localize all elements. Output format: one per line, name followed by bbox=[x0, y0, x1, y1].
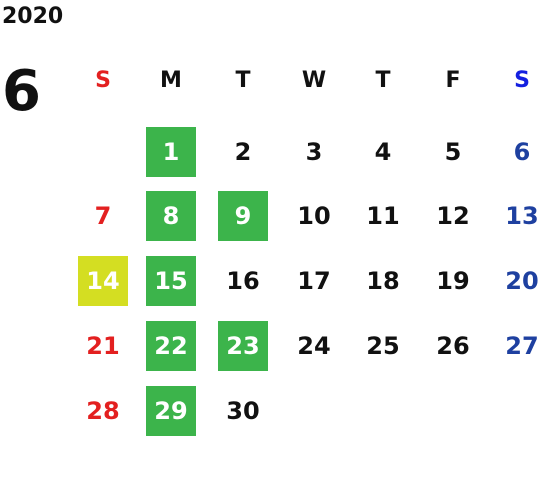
day-cell-18[interactable]: 18 bbox=[366, 267, 400, 295]
day-cell-25[interactable]: 25 bbox=[366, 332, 400, 360]
day-cell-11[interactable]: 11 bbox=[366, 202, 400, 230]
weekday-header-saturday: S bbox=[514, 68, 530, 93]
day-cell-15[interactable]: 15 bbox=[146, 256, 196, 306]
day-cell-12[interactable]: 12 bbox=[436, 202, 470, 230]
day-cell-16[interactable]: 16 bbox=[226, 267, 260, 295]
day-cell-29[interactable]: 29 bbox=[146, 386, 196, 436]
day-cell-26[interactable]: 26 bbox=[436, 332, 470, 360]
weekday-header-thursday: T bbox=[375, 68, 391, 93]
day-cell-14[interactable]: 14 bbox=[78, 256, 128, 306]
weekday-header-sunday: S bbox=[95, 68, 111, 93]
day-cell-23[interactable]: 23 bbox=[218, 321, 268, 371]
day-cell-10[interactable]: 10 bbox=[297, 202, 331, 230]
day-cell-17[interactable]: 17 bbox=[297, 267, 331, 295]
weekday-header-tuesday: T bbox=[235, 68, 251, 93]
weekday-header-friday: F bbox=[445, 68, 461, 93]
day-cell-6[interactable]: 6 bbox=[513, 138, 531, 166]
day-cell-7[interactable]: 7 bbox=[94, 202, 112, 230]
day-cell-2[interactable]: 2 bbox=[234, 138, 252, 166]
day-cell-4[interactable]: 4 bbox=[374, 138, 392, 166]
day-cell-8[interactable]: 8 bbox=[146, 191, 196, 241]
day-cell-22[interactable]: 22 bbox=[146, 321, 196, 371]
day-cell-27[interactable]: 27 bbox=[505, 332, 539, 360]
day-cell-9[interactable]: 9 bbox=[218, 191, 268, 241]
weekday-header-monday: M bbox=[160, 68, 182, 93]
day-cell-19[interactable]: 19 bbox=[436, 267, 470, 295]
day-cell-5[interactable]: 5 bbox=[444, 138, 462, 166]
day-cell-20[interactable]: 20 bbox=[505, 267, 539, 295]
day-cell-28[interactable]: 28 bbox=[86, 397, 120, 425]
day-cell-30[interactable]: 30 bbox=[226, 397, 260, 425]
weekday-header-wednesday: W bbox=[301, 68, 327, 93]
day-cell-24[interactable]: 24 bbox=[297, 332, 331, 360]
year-label: 2020 bbox=[2, 4, 64, 29]
month-number: 6 bbox=[2, 59, 41, 124]
day-cell-13[interactable]: 13 bbox=[505, 202, 539, 230]
day-cell-1[interactable]: 1 bbox=[146, 127, 196, 177]
day-cell-3[interactable]: 3 bbox=[305, 138, 323, 166]
day-cell-21[interactable]: 21 bbox=[86, 332, 120, 360]
